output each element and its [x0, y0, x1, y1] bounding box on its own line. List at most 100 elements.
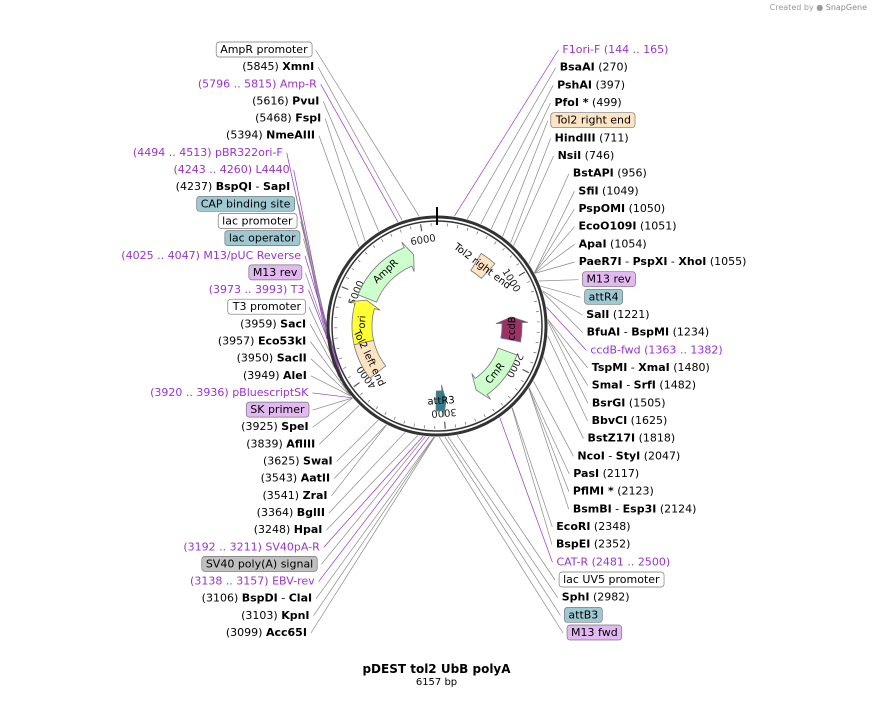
site-label: (3957) Eco53kI: [218, 335, 306, 348]
feature-box-label: M13 rev: [253, 266, 298, 279]
tick: [335, 306, 339, 308]
label-site: PaeR7I - PspXI - XhoI (1055): [579, 255, 747, 268]
site-label: ApaI (1054): [579, 237, 647, 250]
feature-ori: [349, 299, 381, 348]
feature-box: [196, 195, 295, 212]
tick: [364, 252, 368, 255]
site-label: BsrGI (1505): [592, 396, 666, 409]
leader-line: [454, 49, 559, 217]
site-label: SalI (1221): [586, 308, 649, 321]
site-label: (5616) PvuI: [252, 94, 319, 107]
tick-label: 6000: [410, 233, 437, 248]
plasmid-length: 6157 bp: [415, 677, 458, 688]
leader-line: [534, 226, 575, 274]
primer-label: (3138 .. 3157) EBV-rev: [190, 575, 315, 588]
tick: [351, 268, 355, 271]
site-label: (3839) AflIII: [246, 437, 315, 450]
tick: [367, 399, 371, 403]
feature-box-label: M13 fwd: [571, 626, 618, 639]
leader-line: [546, 306, 587, 351]
label-site: (3950) SacII: [237, 352, 307, 365]
tick: [509, 255, 513, 258]
feature-label: ccdB: [507, 316, 519, 341]
tick: [413, 423, 415, 427]
site-label: (3248) HpaI: [254, 523, 323, 536]
label-box: lac operator: [224, 230, 301, 246]
leader-line: [312, 397, 353, 411]
leader-line: [438, 436, 564, 634]
leader-line: [312, 397, 353, 428]
label-site: PshAI (397): [557, 78, 625, 91]
tick: [485, 235, 488, 239]
leader-line: [336, 419, 379, 462]
feature-box: [245, 401, 310, 418]
tick: [390, 233, 393, 237]
feature-box-label: attR4: [589, 290, 619, 303]
label-site: (3106) BspDI - ClaI: [202, 592, 312, 605]
label-site: SphI (2982): [562, 591, 630, 604]
tick: [456, 225, 459, 229]
leader-line: [540, 285, 581, 298]
site-label: (4237) BspQI - SapI: [176, 180, 291, 193]
tick: [526, 281, 530, 283]
site-label: (3364) BglII: [257, 506, 325, 519]
primer-label: (4025 .. 4047) M13/pUC Reverse: [121, 249, 301, 262]
leader-line: [318, 135, 360, 248]
tick: [500, 402, 503, 406]
label-site: (3541) ZraI: [263, 489, 328, 502]
label-site: (5468) FspI: [255, 112, 321, 125]
feature-ccdb: [495, 316, 529, 343]
label-primer: (3192 .. 3211) SV40pA-R: [183, 540, 320, 553]
leader-line: [499, 417, 553, 563]
snapgene-logo-icon: ●: [816, 3, 824, 12]
leader-line: [447, 436, 559, 598]
site-label: (3625) SwaI: [263, 455, 333, 468]
feature-box: [224, 230, 301, 246]
leader-line: [319, 404, 360, 445]
label-site: HindIII (711): [555, 131, 629, 144]
feature-cmr: [471, 347, 518, 400]
leader-lines: [286, 49, 589, 634]
site-label: (5468) FspI: [255, 112, 321, 125]
map-labels: F1ori-F (144 .. 165)BsaAI (270)PshAI (39…: [121, 41, 747, 641]
leader-line: [310, 436, 435, 634]
site-label: (3959) SacI: [240, 317, 306, 330]
label-site: (3103) KpnI: [241, 609, 309, 622]
leader-line: [533, 380, 574, 457]
leader-line: [511, 407, 553, 528]
site-label: PshAI (397): [557, 78, 625, 91]
site-label: (3950) SacII: [237, 352, 307, 365]
feature-label: attR3: [427, 395, 455, 407]
site-label: (3106) BspDI - ClaI: [202, 592, 312, 605]
label-site: (3949) AleI: [243, 369, 307, 382]
feature-box-label: lac promoter: [222, 214, 293, 227]
leader-line: [328, 432, 406, 514]
site-label: BbvCI (1625): [592, 414, 668, 427]
credit-brand: SnapGene: [825, 3, 867, 12]
primer-label: (3192 .. 3211) SV40pA-R: [183, 540, 320, 553]
leader-line: [543, 356, 584, 439]
leader-line: [318, 436, 430, 582]
site-label: BsaAI (270): [560, 61, 628, 74]
label-site: NsiI (746): [558, 149, 615, 162]
leader-line: [528, 387, 570, 475]
site-label: (3925) SpeI: [241, 420, 308, 433]
label-site: (3957) Eco53kI: [218, 335, 306, 348]
tick: [520, 379, 524, 383]
tick: [375, 406, 378, 410]
site-label: (3103) KpnI: [241, 609, 309, 622]
site-label: BstZ17I (1818): [588, 432, 676, 445]
site-label: (3099) Acc65I: [226, 626, 307, 639]
label-box: M13 fwd: [566, 624, 623, 641]
leader-line: [547, 319, 589, 386]
site-label: (5845) XmnI: [242, 60, 314, 73]
feature-box: [248, 264, 303, 281]
label-primer: CAT-R (2481 .. 2500): [556, 555, 670, 568]
tick: [483, 414, 486, 418]
tick: [360, 392, 363, 396]
feature-box: [215, 41, 313, 58]
primer-label: ccdB-fwd (1363 .. 1382): [590, 343, 722, 356]
tick: [341, 286, 349, 291]
tick: [530, 361, 534, 364]
